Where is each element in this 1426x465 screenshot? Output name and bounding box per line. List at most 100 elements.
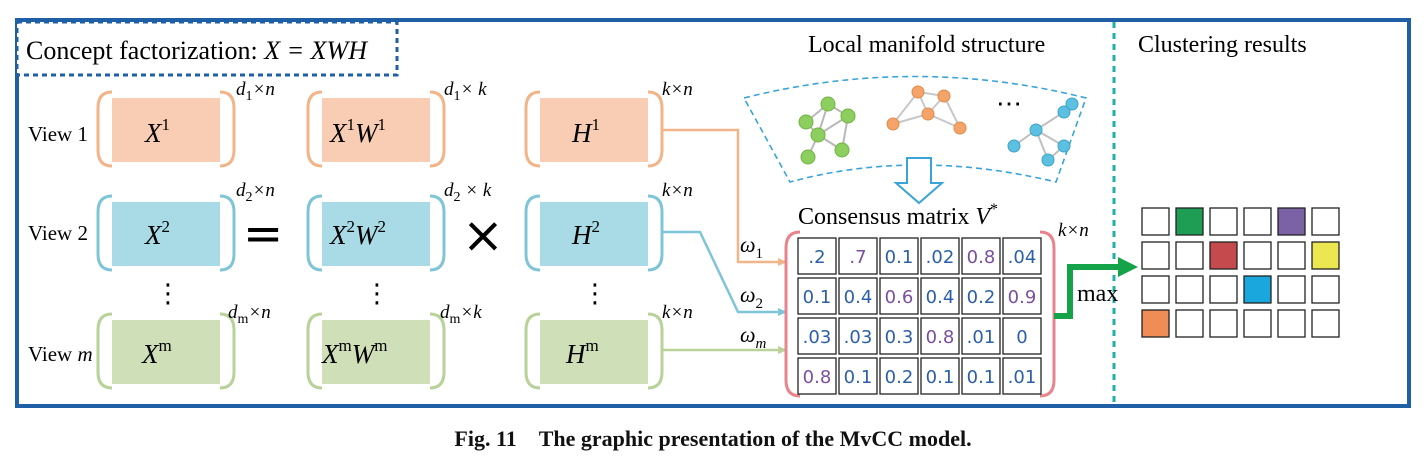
consensus-cell [797,237,837,275]
clustering-grid [1141,207,1340,338]
cluster-cell [1209,241,1238,270]
svg-text:XmWm: XmWm [321,336,387,369]
matrix-x [112,98,220,162]
consensus-value: 0.8 [926,327,955,348]
view-label: View 1 [28,122,88,146]
view-label: View m [28,342,93,366]
view-label: View 2 [28,221,88,245]
cluster-cell [1277,309,1306,338]
vdots: ⋮ [582,279,608,309]
matrix-h [540,98,648,162]
clustering-title: Clustering results [1138,32,1307,58]
dim-label: k×n [662,79,693,100]
consensus-cell [879,277,919,315]
consensus-value: 0.3 [885,327,914,348]
dim-label: k×n [662,180,693,201]
connector-view2 [662,230,787,316]
cluster-cell [1175,275,1204,304]
consensus-cell [797,357,837,395]
vdots: ⋮ [364,279,390,309]
consensus-value: .01 [967,327,996,348]
consensus-value: 0.1 [967,367,996,388]
consensus-value: .03 [803,327,832,348]
svg-text:X1W1: X1W1 [329,115,386,148]
cluster-cell [1277,241,1306,270]
consensus-cell [961,317,1001,355]
consensus-cell [920,277,960,315]
svg-text:H2: H2 [571,217,600,250]
cluster-cell [1277,207,1306,236]
consensus-value: .7 [849,247,866,268]
svg-text:Hm: Hm [565,336,599,369]
consensus-cell [1002,277,1042,315]
consensus-cell [838,277,878,315]
consensus-value: 0.1 [803,287,832,308]
cluster-cell [1209,207,1238,236]
concept-formula: X = XWH [263,36,368,65]
consensus-cell [838,237,878,275]
concept-box [15,20,399,77]
svg-text:X2W2: X2W2 [329,217,386,250]
consensus-value: 0.2 [885,367,914,388]
cluster-cell [1243,207,1272,236]
cluster-cell [1209,309,1238,338]
dim-label: d2 × k [444,180,492,205]
consensus-cell [838,357,878,395]
svg-text:X1: X1 [144,115,170,148]
weight-m: ωm [740,322,767,352]
cluster-cell [1175,309,1204,338]
consensus-value: .04 [1008,247,1037,268]
consensus-dim: k×n [1058,220,1089,241]
consensus-cell [961,277,1001,315]
cluster-cell [1243,275,1272,304]
cluster-cell [1311,207,1340,236]
consensus-bracket-right [1039,230,1056,398]
dim-label: d1× k [444,79,487,104]
svg-text:Xm: Xm [141,336,172,369]
manifold-ellipsis: ⋯ [996,89,1022,118]
consensus-value: .2 [808,247,825,268]
concept-label: Concept factorization: X = XWH [26,36,368,65]
cluster-cell [1141,207,1170,236]
cluster-cell [1141,275,1170,304]
consensus-cell [879,357,919,395]
consensus-value: .03 [844,327,873,348]
vdots: ⋮ [155,279,181,309]
consensus-value: 0.4 [844,287,873,308]
view-row-m: View m Xm dm×n XmWm dm×k Hm k×n [28,302,693,390]
consensus-cell [961,237,1001,275]
consensus-cell [920,237,960,275]
matrix-xw [322,202,430,266]
matrix-h [540,202,648,266]
dim-label: dm×n [228,302,271,327]
view-row-2: View 2 X2 d2×n = X2W2 d2 × k × H2 k×n [28,180,693,272]
consensus-cell [838,317,878,355]
consensus-cell [797,277,837,315]
consensus-value: .01 [1008,367,1037,388]
matrix-h [540,320,648,384]
svg-text:H1: H1 [571,115,600,148]
cluster-cell [1243,241,1272,270]
consensus-cell [879,237,919,275]
consensus-cell [879,317,919,355]
dim-label: k×n [662,302,693,323]
local-manifold-title: Local manifold structure [808,32,1045,58]
view-row-1: View 1 X1 d1×n X1W1 d1× k H1 k×n [28,79,693,168]
connector-view1 [662,128,787,266]
times-sign: × [462,206,504,264]
dim-label: d1×n [236,79,275,104]
consensus-value: 0.8 [803,367,832,388]
consensus-value: 0.9 [1008,287,1037,308]
cluster-cell [1175,241,1204,270]
caption-fig: Fig. 11 [454,426,517,451]
matrix-x [112,320,220,384]
consensus-title: Consensus matrix V* [798,201,998,230]
manifold-graph-green [798,96,856,165]
cluster-cell [1311,241,1340,270]
figure-caption: Fig. 11 The graphic presentation of the … [0,426,1426,452]
matrix-xw [322,320,430,384]
max-arrow-head [1118,257,1138,277]
consensus-value: 0.1 [844,367,873,388]
